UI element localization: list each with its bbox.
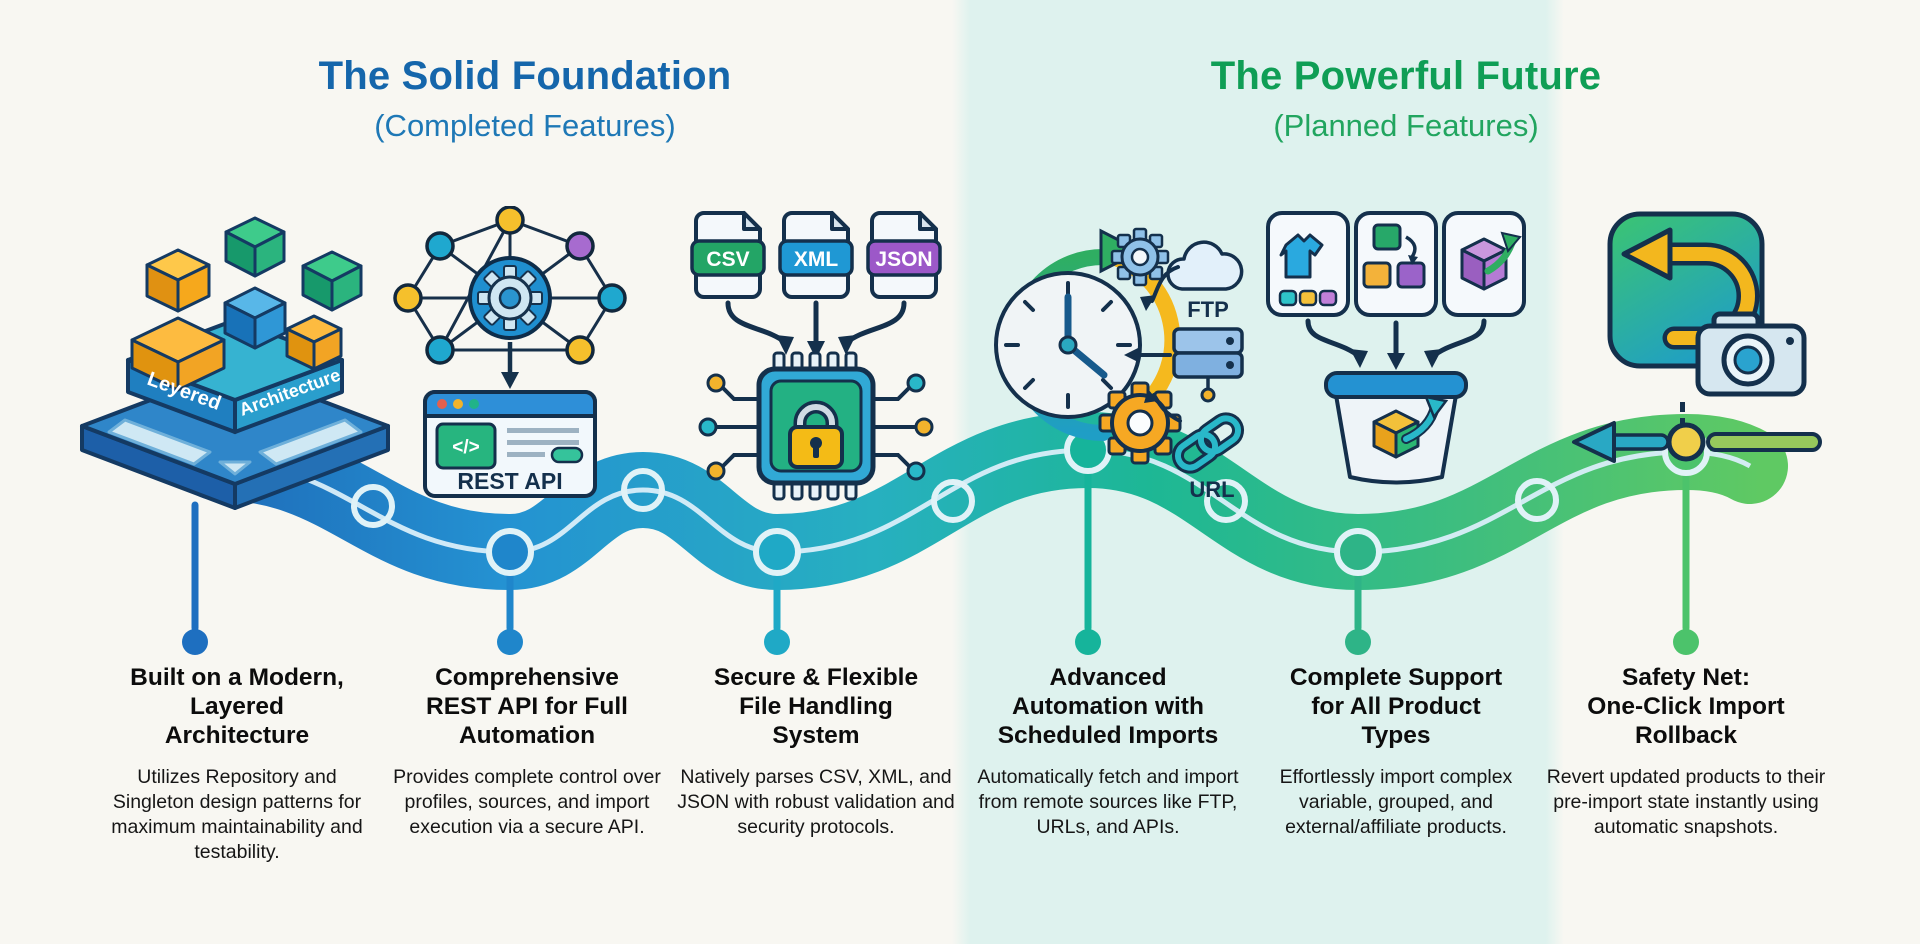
import-basket: [1324, 371, 1468, 485]
timeline-ring: [1515, 478, 1559, 522]
milestone-5-text: Complete Support for All Product Types E…: [1253, 664, 1539, 840]
file-badges: CSV XML JSON: [690, 211, 942, 299]
product-types-icon: [1256, 205, 1536, 505]
planned-section-title: The Powerful Future: [1210, 54, 1602, 98]
milestone-6-text: Safety Net: One-Click Import Rollback Re…: [1543, 664, 1829, 840]
milestone-connector-1: [182, 501, 208, 655]
xml-label: XML: [794, 248, 839, 271]
cloud-icon: FTP: [1166, 240, 1244, 322]
timeline-ring: [621, 468, 665, 512]
milestone-1-title: Built on a Modern, Layered Architecture: [130, 664, 344, 749]
url-label: URL: [1189, 477, 1234, 502]
milestone-4-text: Advanced Automation with Scheduled Impor…: [965, 664, 1251, 840]
milestone-3-text: Secure & Flexible File Handling System N…: [673, 664, 959, 840]
layered-architecture-icon: Leyered Architecture: [70, 200, 400, 510]
rollback-icon: [1558, 210, 1838, 472]
milestone-2-description: Provides complete control over profiles,…: [393, 765, 661, 838]
milestone-2-title: Comprehensive REST API for Full Automati…: [426, 664, 628, 749]
secure-chip: [698, 351, 934, 501]
gear-icon: [477, 265, 543, 331]
merge-arrows: [725, 300, 907, 346]
milestone-1-text: Built on a Modern, Layered Architecture …: [94, 664, 380, 865]
json-label: JSON: [875, 248, 932, 271]
scheduled-imports-icon: FTP URL: [968, 205, 1253, 505]
arrow-down-icon: [501, 342, 519, 389]
snapshot-timeline: [1572, 402, 1822, 463]
milestone-3-title: Secure & Flexible File Handling System: [713, 664, 919, 749]
completed-section-title: The Solid Foundation: [318, 54, 732, 98]
rest-api-icon: </> REST API: [392, 206, 628, 502]
merge-arrows: [1305, 318, 1487, 360]
milestone-6-description: Revert updated products to their pre-imp…: [1546, 765, 1826, 838]
lock-icon: [788, 400, 844, 469]
planned-section-subtitle: (Planned Features): [1273, 108, 1539, 143]
external-product-card: [1460, 231, 1522, 291]
milestone-5-title: Complete Support for All Product Types: [1289, 664, 1503, 749]
timeline-ring: [1204, 479, 1248, 523]
grouped-product-card: [1362, 223, 1426, 289]
milestone-connector-3: [753, 528, 801, 655]
code-glyph: </>: [452, 437, 479, 458]
link-icon: URL: [1171, 412, 1245, 502]
milestone-2-text: Comprehensive REST API for Full Automati…: [384, 664, 670, 840]
rest-api-label: REST API: [457, 468, 562, 494]
milestone-1-description: Utilizes Repository and Singleton design…: [111, 765, 363, 864]
ftp-label: FTP: [1187, 297, 1229, 322]
milestone-3-description: Natively parses CSV, XML, and JSON with …: [677, 765, 955, 838]
milestone-5-description: Effortlessly import complex variable, gr…: [1279, 765, 1513, 838]
gear-icon: [1110, 227, 1170, 287]
planned-section-header: The Powerful Future (Planned Features): [1106, 54, 1706, 144]
milestone-4-description: Automatically fetch and import from remo…: [977, 765, 1239, 838]
timeline-ring: [351, 484, 395, 528]
milestone-connector-5: [1334, 528, 1382, 655]
file-handling-icon: CSV XML JSON: [676, 203, 956, 521]
camera-icon: [1695, 311, 1807, 397]
server-icon: [1172, 327, 1244, 403]
gear-icon: [1098, 381, 1182, 465]
milestone-connector-2: [486, 528, 534, 655]
completed-section-header: The Solid Foundation (Completed Features…: [225, 54, 825, 144]
csv-label: CSV: [706, 248, 749, 271]
milestone-6-title: Safety Net: One-Click Import Rollback: [1587, 664, 1785, 749]
completed-section-subtitle: (Completed Features): [374, 108, 676, 143]
variable-product-card: [1278, 233, 1338, 307]
timeline-ring: [931, 479, 975, 523]
milestone-4-title: Advanced Automation with Scheduled Impor…: [997, 664, 1219, 749]
browser-window: </> REST API: [423, 390, 597, 498]
